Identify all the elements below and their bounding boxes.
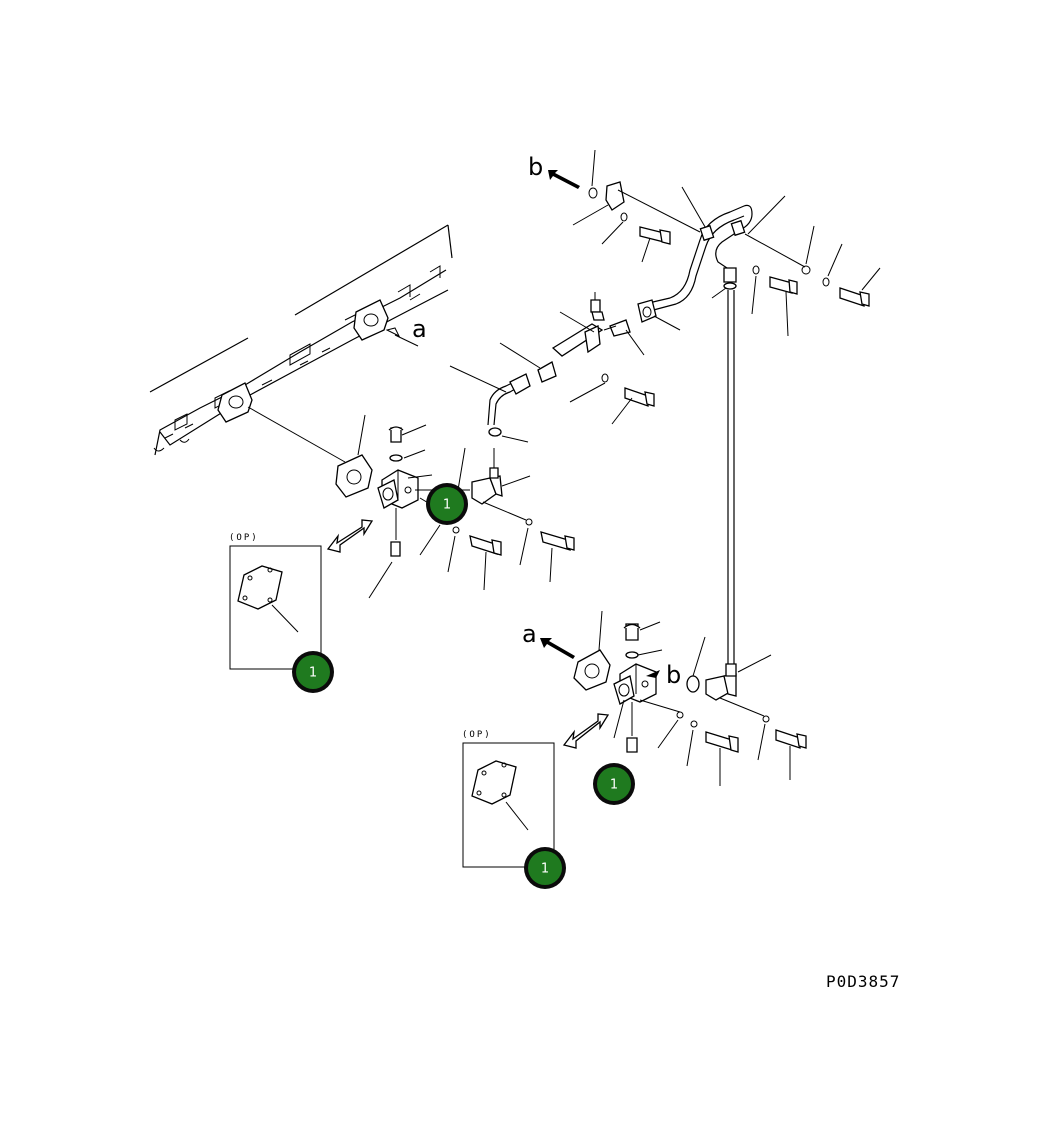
ref-label-a-upper: a — [412, 315, 427, 343]
ref-label-a-lower: a — [522, 620, 537, 648]
swap-arrow-upper — [326, 519, 374, 553]
swap-arrow-lower — [562, 713, 610, 749]
op-box-lower — [462, 742, 555, 868]
callout-number: 1 — [610, 778, 618, 793]
upper-gasket — [247, 406, 373, 498]
callout-number: 1 — [309, 666, 317, 681]
upper-pipe-assembly — [449, 149, 881, 672]
lower-turbo-block — [613, 621, 684, 753]
op-label-upper: (OP) — [229, 533, 259, 543]
upper-turbo-block — [368, 424, 441, 599]
op-box-upper — [229, 545, 322, 670]
exhaust-manifold — [149, 224, 453, 456]
lower-tee-fitting — [686, 636, 807, 786]
callout-badge-lower-op-cover[interactable]: 1 — [524, 847, 566, 889]
drawing-code: P0D3857 — [826, 972, 900, 991]
lower-gasket — [540, 610, 611, 691]
callout-badge-upper-op-cover[interactable]: 1 — [292, 651, 334, 693]
callout-badge-upper-block[interactable]: 1 — [426, 483, 468, 525]
callout-number: 1 — [443, 498, 451, 513]
ref-label-b-upper: b — [528, 153, 543, 181]
callout-number: 1 — [541, 862, 549, 877]
callout-badge-lower-block[interactable]: 1 — [593, 763, 635, 805]
ref-label-b-lower: b — [666, 661, 681, 689]
upper-tee-fitting — [415, 427, 575, 591]
op-label-lower: (OP) — [462, 730, 492, 740]
